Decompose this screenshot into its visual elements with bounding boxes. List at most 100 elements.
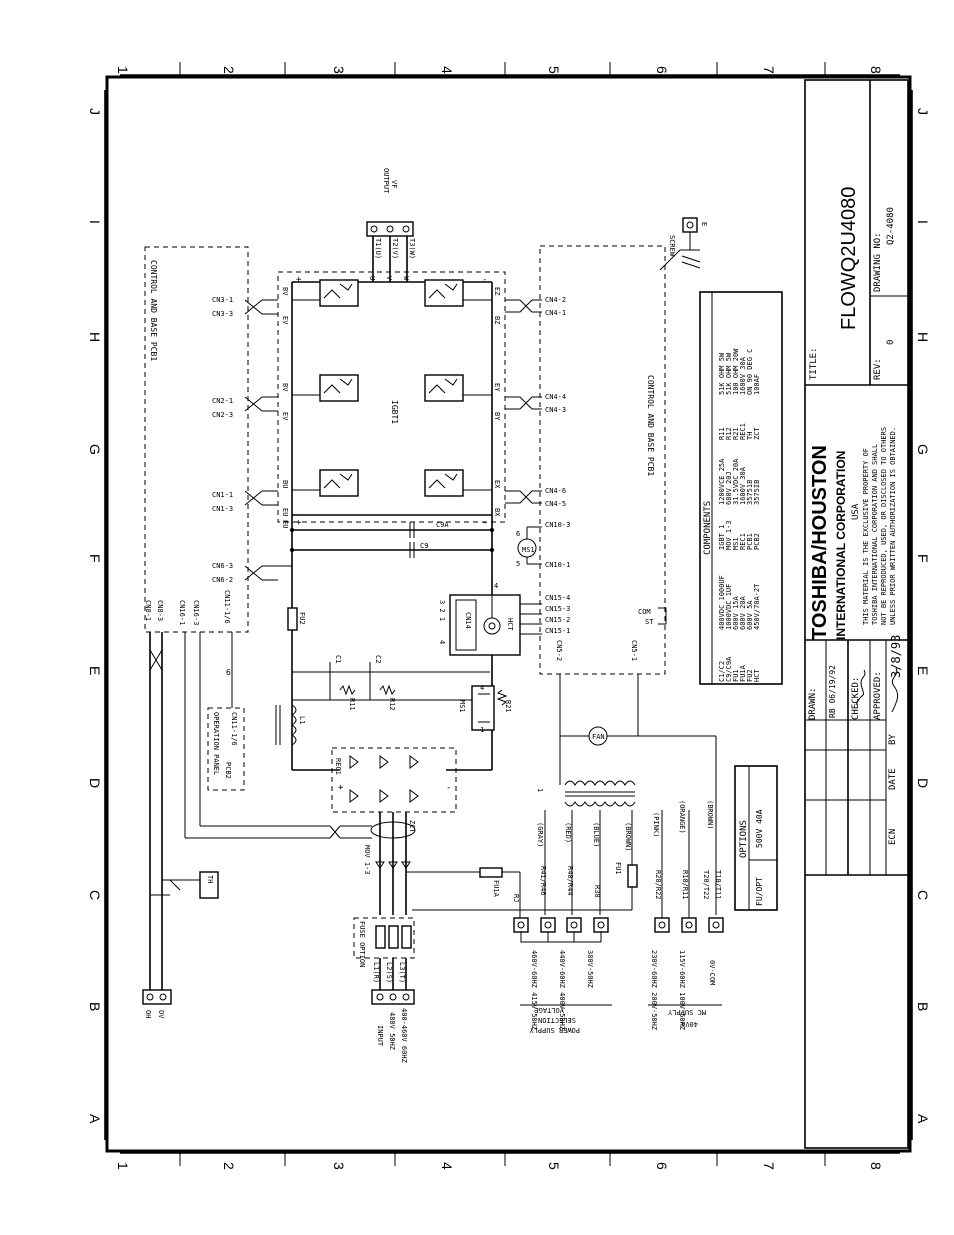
- out-u: U: [368, 276, 376, 280]
- cn6-2: CN6-2: [212, 576, 233, 584]
- ecn-label: ECN: [888, 829, 898, 845]
- drawing-border: [105, 75, 912, 1153]
- th-label: TH: [206, 875, 214, 883]
- wire-brown-1: (BROWN): [624, 822, 632, 852]
- comp-fu2: FU2: [746, 669, 754, 682]
- comp-rec1b: REC1: [739, 423, 747, 440]
- row-j-left: J: [87, 108, 103, 115]
- input-spec-1: 480V 50HZ: [388, 1012, 396, 1050]
- tap-r10: R10/R11: [681, 870, 689, 900]
- cn6-3: CN6-3: [212, 562, 233, 570]
- cn8-3: CN8-3: [156, 600, 164, 621]
- cn4-6: CN4-6: [545, 487, 566, 495]
- left-pcb-bottom-connectors: CN8-1 CN8-3 CN16-1 CN16-3 CN11-1/6: [144, 590, 231, 838]
- title-label: TITLE:: [809, 347, 819, 380]
- gate-eu-2: EU: [281, 520, 289, 528]
- gate-bu: BU: [281, 480, 289, 488]
- row-a-right: A: [915, 1114, 931, 1124]
- t1-label: 1: [536, 788, 544, 792]
- row-c-right: C: [915, 890, 931, 900]
- tap-r40: R40/R44: [566, 866, 574, 896]
- ms1-pin5: 5: [516, 560, 520, 568]
- ground-terminal: E SCREW: [659, 217, 708, 271]
- fuse-fu2: FU2: [287, 607, 306, 631]
- ps-selection-2: SELECTION: [538, 1016, 576, 1024]
- fan-label: FAN: [592, 733, 605, 741]
- terminal-oh: OH: [144, 1010, 152, 1018]
- by-label: BY: [888, 734, 898, 745]
- zct-and-mov: ZCT MOV 1-3: [185, 812, 416, 915]
- row-i-right: I: [915, 220, 931, 224]
- col-7-top: 7: [761, 66, 777, 74]
- row-f-right: F: [915, 554, 931, 563]
- bus-plus: +: [296, 518, 302, 528]
- tap-spec-6: 0V-COM: [708, 960, 716, 985]
- wire-pink: (PINK): [652, 812, 660, 837]
- options-value: 500V 40A: [755, 809, 764, 848]
- date-label: DATE: [888, 768, 898, 790]
- pcb-left-label: CONTROL AND BASE PCB1: [149, 260, 158, 361]
- transformer-t1: 1 (GRAY) (RED) (BLUE) (BROWN) (PINK) (OR…: [536, 780, 714, 915]
- comp-th-val: ON 90 DEG C: [746, 349, 754, 395]
- comp-c9: C9/C9A: [725, 656, 733, 682]
- comp-r21-val: 100 OHM 20W: [732, 348, 740, 395]
- l1-label: L1: [298, 716, 306, 724]
- drawn-value: RB 06/19/92: [828, 665, 837, 718]
- cn4-5: CN4-5: [545, 500, 566, 508]
- comp-igbt-val: 1200VCE 25A: [718, 458, 726, 505]
- ground-e-label: E: [700, 222, 708, 226]
- row-f-left: F: [87, 554, 103, 563]
- rev-value: 0: [886, 340, 896, 345]
- options-title: OPTIONS: [739, 820, 749, 858]
- igbt-transistor-2: [319, 374, 359, 402]
- input-spec-2: 400-460V 60HZ: [400, 1008, 408, 1063]
- col-5-bottom: 5: [546, 1162, 562, 1170]
- comp-r11: R11: [718, 427, 726, 440]
- r12-label: R12: [388, 698, 396, 711]
- comp-pcb2: PCB2: [753, 533, 761, 550]
- company-country: USA: [851, 503, 861, 520]
- gate-bv-2: BV: [281, 383, 289, 392]
- col-6-bottom: 6: [654, 1162, 670, 1170]
- options-item: FU/OPT: [755, 877, 764, 906]
- screw-label: SCREW: [668, 235, 676, 257]
- fu1a-label: FU1A: [492, 880, 500, 898]
- output-vf: VF: [390, 180, 398, 188]
- drawing-title: FLOWQ2U4080: [838, 187, 860, 330]
- st-label: ST: [645, 618, 654, 626]
- col-6-top: 6: [654, 66, 670, 74]
- approved-signature: [891, 667, 899, 713]
- gate-ez: EZ: [493, 287, 501, 295]
- comp-pcb2-val: 3575IB: [753, 480, 761, 505]
- cn11-panel-label: CN11-1/6: [230, 712, 238, 746]
- terminal-l1: L1(R): [372, 962, 380, 983]
- col-3-bottom: 3: [331, 1162, 347, 1170]
- rec-plus: +: [338, 783, 344, 793]
- tap-spec-3: 380V-50HZ: [586, 950, 594, 988]
- row-a-left: A: [87, 1114, 103, 1124]
- col-5-top: 5: [546, 66, 562, 74]
- cn16-1: CN16-1: [178, 600, 186, 625]
- ms1-pin6: 6: [516, 530, 520, 538]
- gate-ey: EY: [493, 383, 501, 392]
- company-name: TOSHIBA/HOUSTON: [809, 445, 831, 640]
- drawing-no-value: Q2-4080: [886, 207, 896, 245]
- output-label: OUTPUT: [382, 168, 390, 194]
- tap-terminals: R41/R46 R40/R44 R38 R20/R22 R10/R11 T20/…: [513, 810, 724, 1034]
- ruler-bottom: 1 2 3 4 5 6 7 8: [115, 1151, 900, 1170]
- rectifier-rec1: REC1 + -: [292, 747, 492, 813]
- wire-orange: (ORANGE): [678, 800, 686, 834]
- cn2-3: CN2-3: [212, 411, 233, 419]
- hct-label: HCT: [506, 618, 514, 631]
- cn14-pins: 3 2 1: [438, 600, 446, 621]
- gate-bx: BX: [493, 508, 501, 517]
- ps-selection-1: VOLTAGE: [534, 1006, 564, 1014]
- approved-date: 3/8/93: [889, 635, 903, 678]
- col-1-top: 1: [115, 66, 131, 74]
- gate-bz: BZ: [493, 316, 501, 324]
- comp-r11-val: 51K OHM 5W: [718, 352, 726, 395]
- company-subtitle: INTERNATIONAL CORPORATION: [834, 451, 848, 640]
- cn2-1: CN2-1: [212, 397, 233, 405]
- row-e-right: E: [915, 666, 931, 675]
- fu2-label: FU2: [298, 612, 306, 625]
